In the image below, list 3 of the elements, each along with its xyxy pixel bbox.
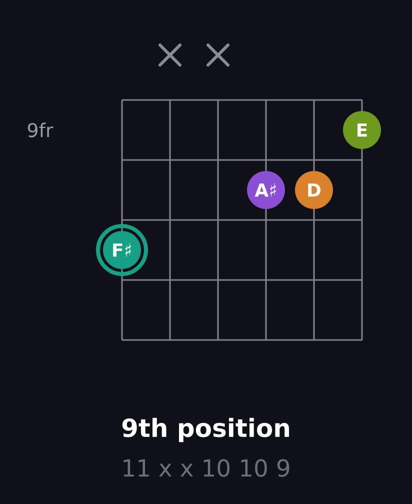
fret-number: 9fr xyxy=(28,122,54,138)
fingering-text: 11 x x 10 10 9 xyxy=(124,459,290,477)
chord-title: 9th position xyxy=(122,418,289,442)
